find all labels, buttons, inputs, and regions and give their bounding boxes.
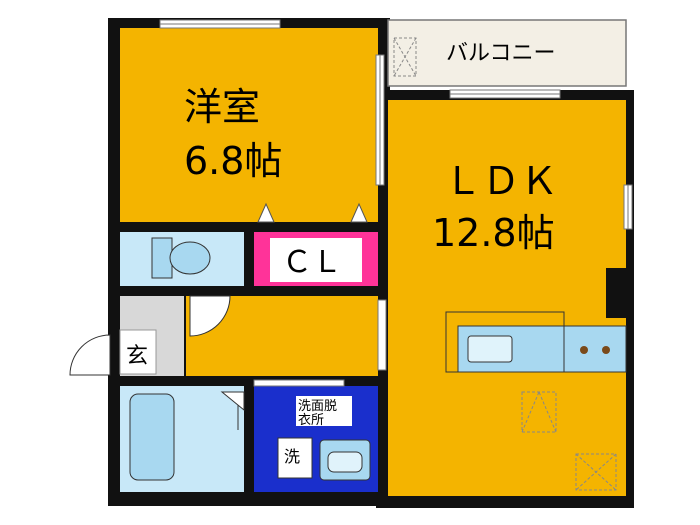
bathtub-icon <box>129 393 175 481</box>
western-room <box>120 28 378 222</box>
washbasin-icon <box>319 439 371 481</box>
kitchen-counter <box>445 311 627 373</box>
washroom-label-box <box>296 396 352 426</box>
washer-label: 洗 <box>284 447 300 466</box>
closet-door-markers <box>257 202 368 223</box>
fridge-space-icon <box>521 391 557 433</box>
bath-door-icon <box>220 391 245 430</box>
ldk-corner-wall <box>608 268 626 318</box>
entrance-door-icon <box>69 334 111 376</box>
ldk-right-window <box>623 184 633 230</box>
ldk-room-size: 12.8帖 <box>432 211 555 255</box>
western-room-window <box>375 54 385 186</box>
ldk-top-window <box>449 89 561 99</box>
closet-label: ＣＬ <box>282 245 342 280</box>
balcony-label: バルコニー <box>446 41 556 66</box>
western-room-top-window <box>159 19 281 29</box>
washroom-label-line2: 衣所 <box>298 412 324 428</box>
closet-inner <box>270 238 362 282</box>
ldk-left-window <box>377 299 387 371</box>
ldk-room <box>388 100 626 318</box>
western-room-size: 6.8帖 <box>184 139 282 183</box>
balcony-area <box>387 19 627 87</box>
washroom-label-line1: 洗面脱 <box>298 399 337 414</box>
western-room-name: 洋室 <box>184 85 260 129</box>
ldk-room-name: ＬＤＫ <box>444 159 558 203</box>
balcony-drain-icon <box>393 37 417 77</box>
entrance-floor <box>119 329 157 375</box>
entrance-label: 玄 <box>126 344 148 369</box>
washer-box <box>277 437 313 479</box>
stove-icon <box>580 346 610 354</box>
corridor-door-icon <box>189 295 231 337</box>
washroom-door <box>253 379 345 387</box>
storage-space-icon <box>575 453 617 491</box>
toilet-icon <box>151 237 211 279</box>
